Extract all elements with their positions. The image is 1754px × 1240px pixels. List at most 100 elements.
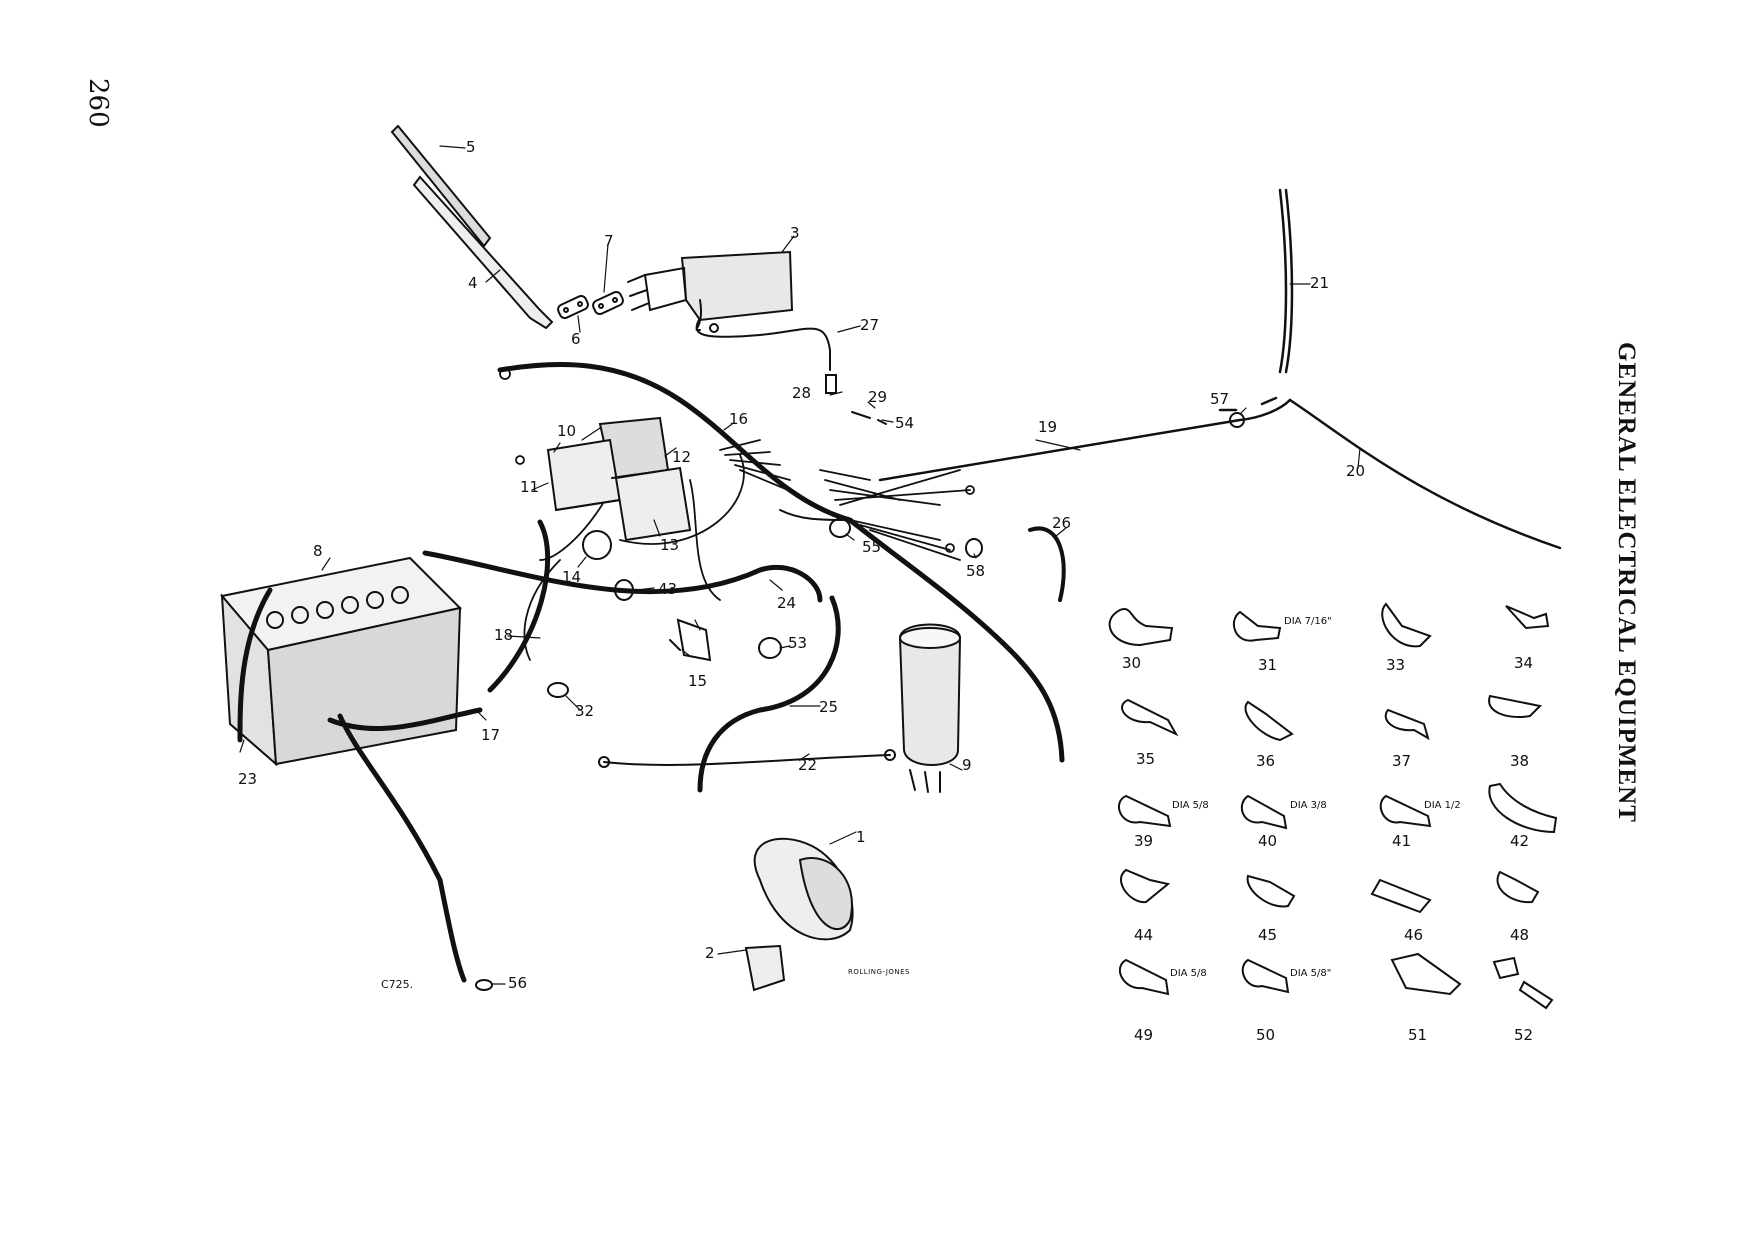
callout-54: 54 [895, 414, 914, 432]
dia-label-49: DIA 5/8 [1170, 968, 1207, 979]
callout-28: 28 [792, 384, 811, 402]
callout-labels: 1 2 3 4 5 6 7 8 9 10 11 12 13 14 15 16 1… [238, 138, 1533, 1044]
callout-46: 46 [1404, 926, 1423, 944]
dia-label-50: DIA 5/8" [1290, 968, 1331, 979]
callout-17: 17 [481, 726, 500, 744]
clip-42-icon [1488, 782, 1558, 834]
clip-35-icon [1121, 698, 1179, 737]
callout-3: 3 [790, 224, 800, 242]
callout-50: 50 [1256, 1026, 1275, 1044]
callout-7: 7 [604, 232, 614, 250]
callout-21: 21 [1310, 274, 1329, 292]
callout-34: 34 [1514, 654, 1533, 672]
dia-label-40: DIA 3/8 [1290, 800, 1327, 811]
clip-30-icon [1108, 608, 1174, 647]
fuse-icon [825, 374, 837, 394]
callout-55: 55 [862, 538, 881, 556]
dia-label-41: DIA 1/2 [1424, 800, 1461, 811]
callout-30: 30 [1122, 654, 1141, 672]
clip-37-icon [1384, 708, 1430, 741]
callout-32: 32 [575, 702, 594, 720]
clip-50-icon [1241, 958, 1290, 994]
callout-53: 53 [788, 634, 807, 652]
callout-22: 22 [798, 756, 817, 774]
clip-39-icon [1118, 794, 1172, 828]
callout-36: 36 [1256, 752, 1275, 770]
battery-cables-icon [237, 519, 823, 983]
wiper-motor-icon [627, 250, 831, 371]
callout-4: 4 [468, 274, 478, 292]
callout-10: 10 [557, 422, 576, 440]
callout-23: 23 [238, 770, 257, 788]
callout-44: 44 [1134, 926, 1153, 944]
dia-label-39: DIA 5/8 [1172, 800, 1209, 811]
callout-33: 33 [1386, 656, 1405, 674]
callout-49: 49 [1134, 1026, 1153, 1044]
callout-57: 57 [1210, 390, 1229, 408]
leader-lines [239, 145, 1361, 985]
lead-26-icon [1028, 526, 1066, 602]
callout-20: 20 [1346, 462, 1365, 480]
ignition-coil-icon [898, 623, 962, 793]
callout-40: 40 [1258, 832, 1277, 850]
washer-56-icon [475, 979, 493, 991]
callout-56: 56 [508, 974, 527, 992]
callout-29: 29 [868, 388, 887, 406]
dia-label-31: DIA 7/16" [1284, 616, 1332, 627]
clip-45-icon [1246, 874, 1296, 908]
washer-icon [547, 682, 569, 698]
callout-25: 25 [819, 698, 838, 716]
clip-41-icon [1379, 794, 1432, 828]
callout-26: 26 [1052, 514, 1071, 532]
figure-code: C725. [381, 978, 414, 991]
clip-49-icon [1119, 958, 1170, 996]
maker-mark: ROLLING-JONES [848, 968, 910, 976]
callout-39: 39 [1134, 832, 1153, 850]
diameter-labels: DIA 7/16" DIA 5/8 DIA 3/8 DIA 1/2 DIA 5/… [1170, 616, 1461, 979]
callout-52: 52 [1514, 1026, 1533, 1044]
callout-58: 58 [966, 562, 985, 580]
callout-13: 13 [660, 536, 679, 554]
grommet-57-icon [1229, 412, 1245, 428]
callout-18: 18 [494, 626, 513, 644]
clip-44-icon [1119, 868, 1171, 904]
grommet-58-icon [965, 538, 983, 558]
callout-35: 35 [1136, 750, 1155, 768]
clip-38-icon [1488, 694, 1543, 718]
grommet-55-icon [829, 518, 851, 538]
clip-36-icon [1244, 700, 1294, 742]
clip-48-icon [1496, 870, 1540, 904]
clip-46-icon [1370, 878, 1432, 914]
control-box-icon [546, 416, 692, 542]
rear-harness-icon [878, 188, 1562, 550]
clip-31-icon [1232, 610, 1282, 642]
wiper-arm-icon [390, 124, 554, 330]
callout-5: 5 [466, 138, 476, 156]
callout-12: 12 [672, 448, 691, 466]
lead-22-icon [598, 749, 896, 768]
callout-9: 9 [962, 756, 972, 774]
callout-24: 24 [777, 594, 796, 612]
bush-icon [758, 637, 782, 659]
clip-33-icon [1381, 602, 1432, 648]
callout-16: 16 [729, 410, 748, 428]
callout-2: 2 [705, 944, 715, 962]
callout-27: 27 [860, 316, 879, 334]
callout-41: 41 [1392, 832, 1411, 850]
clip-51-icon [1390, 952, 1462, 996]
callout-8: 8 [313, 542, 323, 560]
callout-1: 1 [856, 828, 866, 846]
callout-43: 43 [658, 580, 677, 598]
callout-11: 11 [520, 478, 539, 496]
battery-icon [220, 556, 463, 767]
callout-31: 31 [1258, 656, 1277, 674]
switch-icon [582, 530, 612, 560]
callout-37: 37 [1392, 752, 1411, 770]
callout-6: 6 [571, 330, 581, 348]
horn-icon [744, 837, 854, 992]
spindle-plates-icon [557, 290, 624, 320]
callout-51: 51 [1408, 1026, 1427, 1044]
clip-34-icon [1505, 605, 1550, 630]
